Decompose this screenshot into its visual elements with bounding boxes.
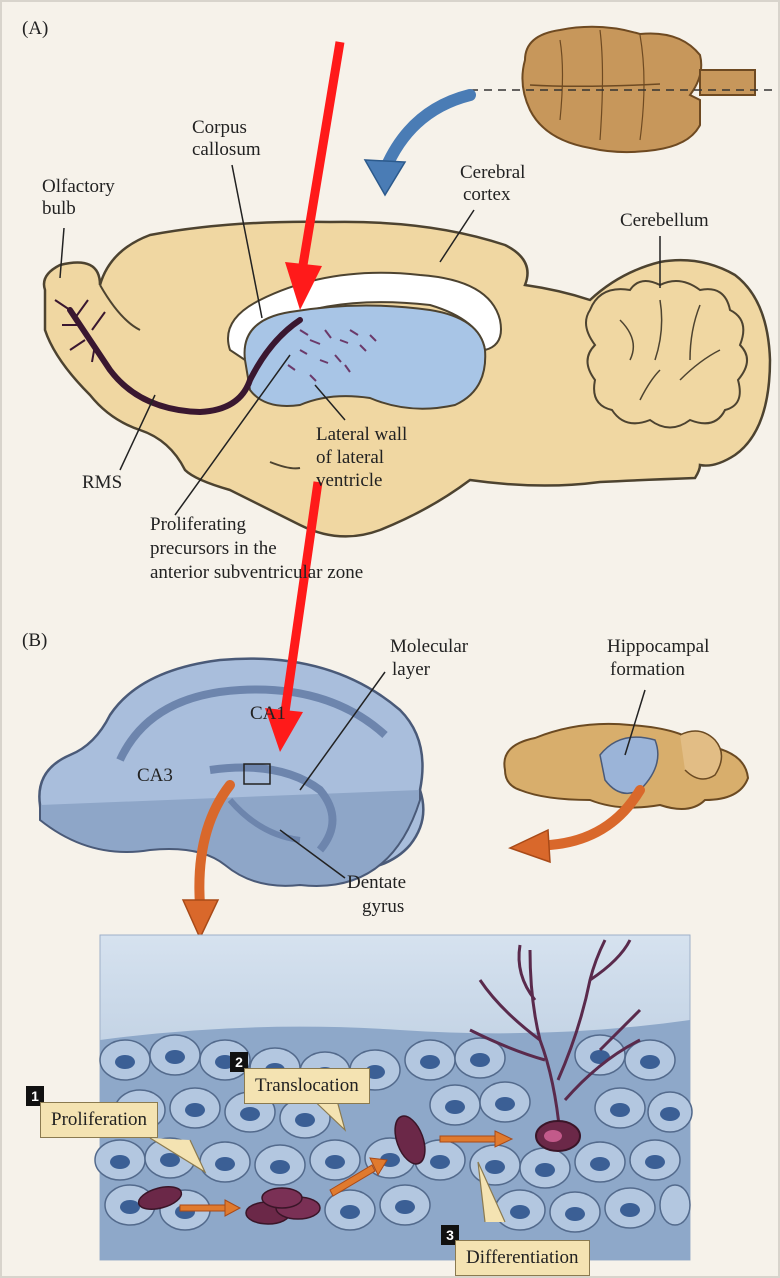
- cell-layer-inset: [95, 935, 692, 1260]
- label-corpus-callosum-2: callosum: [192, 139, 261, 161]
- label-hippocampal-formation-2: formation: [610, 659, 685, 681]
- blue-curved-arrow: [385, 95, 470, 170]
- label-cerebral-cortex-2: cortex: [463, 184, 510, 206]
- sagittal-brain-section: [44, 222, 770, 537]
- label-proliferating-2: precursors in the: [150, 538, 277, 560]
- label-olfactory-bulb-2: bulb: [42, 198, 76, 220]
- dorsal-brain-illustration: [470, 27, 778, 152]
- hippocampus-section: [39, 659, 423, 886]
- callout-translocation: Translocation: [244, 1068, 370, 1104]
- callout-proliferation: Proliferation: [40, 1102, 158, 1138]
- label-ca3: CA3: [137, 765, 173, 787]
- label-cerebral-cortex-1: Cerebral: [460, 162, 525, 184]
- panel-label-b: (B): [22, 630, 47, 652]
- label-proliferating-3: anterior subventricular zone: [150, 562, 363, 584]
- small-brain-illustration: [504, 724, 748, 809]
- label-hippocampal-formation-1: Hippocampal: [607, 636, 709, 658]
- panel-label-a: (A): [22, 18, 48, 40]
- label-molecular-layer-1: Molecular: [390, 636, 468, 658]
- label-lateral-wall-2: of lateral: [316, 447, 384, 469]
- label-dentate-gyrus-2: gyrus: [362, 896, 404, 918]
- label-cerebellum: Cerebellum: [620, 210, 709, 232]
- label-corpus-callosum-1: Corpus: [192, 117, 247, 139]
- label-olfactory-bulb-1: Olfactory: [42, 176, 115, 198]
- label-rms: RMS: [82, 472, 122, 494]
- label-ca1: CA1: [250, 703, 286, 725]
- label-proliferating-1: Proliferating: [150, 514, 246, 536]
- callout-differentiation: Differentiation: [455, 1240, 590, 1276]
- label-dentate-gyrus-1: Dentate: [347, 872, 406, 894]
- label-lateral-wall-3: ventricle: [316, 470, 382, 492]
- label-molecular-layer-2: layer: [392, 659, 430, 681]
- label-lateral-wall-1: Lateral wall: [316, 424, 407, 446]
